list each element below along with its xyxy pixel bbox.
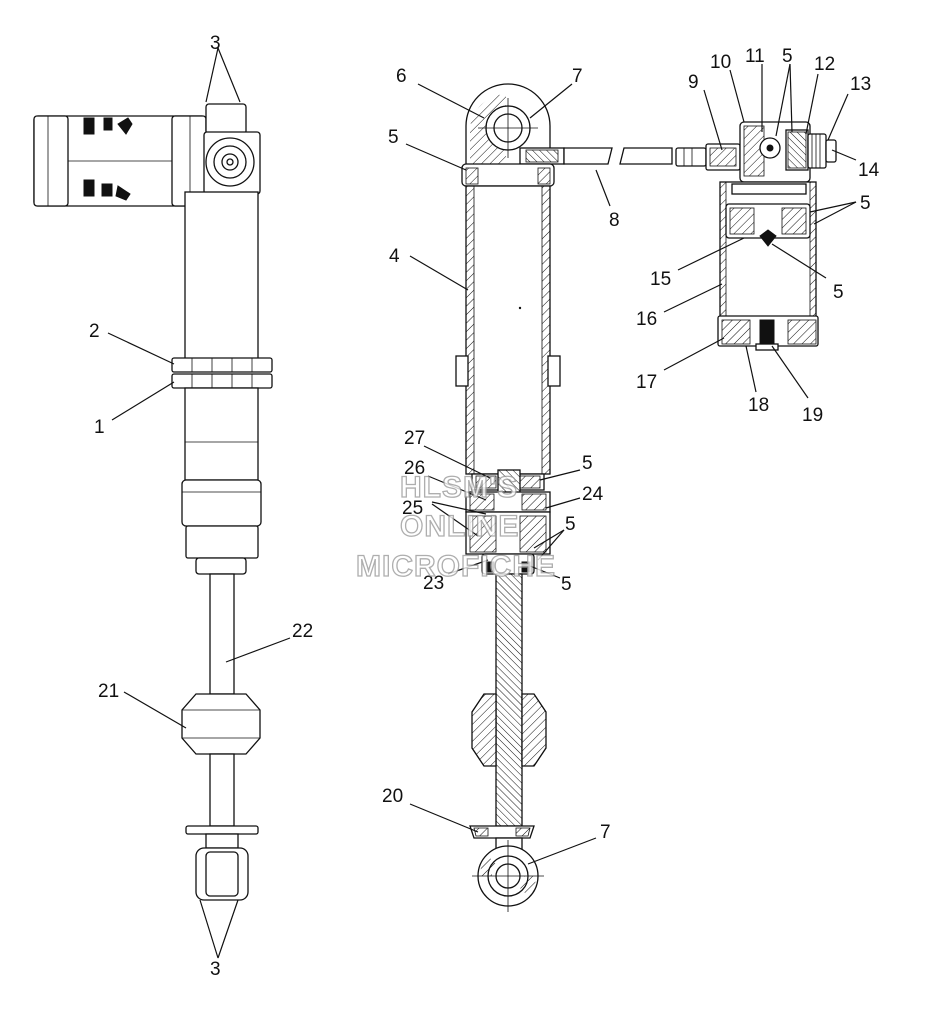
callout-6: 6 xyxy=(396,66,407,87)
reservoir-head xyxy=(739,121,811,183)
callout-8: 8 xyxy=(609,210,620,231)
reservoir-end-cap xyxy=(717,315,819,351)
piston-assembly xyxy=(465,469,551,575)
hose-end-fitting xyxy=(675,143,741,171)
callout-5-cap: 5 xyxy=(388,127,399,148)
callout-14: 14 xyxy=(858,160,880,181)
callout-5-piston-res: 5 xyxy=(860,193,871,214)
external-reservoir xyxy=(33,115,207,207)
watermark-line-3: MICROFICHE xyxy=(356,550,556,583)
callout-3-bottom: 3 xyxy=(210,959,221,980)
reservoir-hose xyxy=(519,147,673,165)
cutaway-shock-view xyxy=(405,83,673,912)
callout-12: 12 xyxy=(814,54,835,75)
bottom-eyelet-cutaway xyxy=(472,837,544,912)
callout-15: 15 xyxy=(650,269,671,290)
lower-body xyxy=(184,387,259,481)
watermark: HLSM'S ONLINE MICROFICHE xyxy=(355,470,556,583)
upper-mount-block xyxy=(205,103,247,135)
callout-17: 17 xyxy=(636,372,657,393)
reservoir-hose-fitting xyxy=(205,137,255,187)
bottom-out-cup xyxy=(185,825,259,835)
bump-stop xyxy=(181,693,261,755)
bump-stop-cutaway xyxy=(471,693,547,767)
callout-5-piston: 5 xyxy=(582,453,593,474)
body-collar xyxy=(181,479,262,527)
shock-shaft xyxy=(209,573,235,695)
callout-5-seal: 5 xyxy=(565,514,576,535)
callout-20: 20 xyxy=(382,786,403,807)
callout-22: 22 xyxy=(292,621,313,642)
body-tube-cutaway xyxy=(465,185,551,475)
spring-lock-ring xyxy=(171,373,273,389)
callout-27: 27 xyxy=(404,428,425,449)
watermark-line-2: ONLINE xyxy=(400,510,519,543)
callout-25: 25 xyxy=(402,498,423,519)
callout-18: 18 xyxy=(748,395,769,416)
callout-5-valve: 5 xyxy=(833,282,844,303)
callout-21: 21 xyxy=(98,681,119,702)
reservoir-cutaway-view xyxy=(663,63,857,399)
callout-1: 1 xyxy=(94,417,105,438)
shaft-cutaway xyxy=(495,573,523,827)
reservoir-canister-cutaway xyxy=(719,181,817,343)
callout-9: 9 xyxy=(688,72,699,93)
callout-26: 26 xyxy=(404,458,425,479)
callout-23: 23 xyxy=(423,573,444,594)
shock-body xyxy=(184,191,259,361)
callout-11: 11 xyxy=(745,46,765,67)
exterior-shock-view xyxy=(33,47,291,959)
callout-2: 2 xyxy=(89,321,100,342)
callout-4: 4 xyxy=(389,246,400,267)
callout-7-top: 7 xyxy=(572,66,583,87)
watermark-line-1: HLSM'S xyxy=(400,471,518,504)
callout-10: 10 xyxy=(710,52,731,73)
callout-16: 16 xyxy=(636,309,657,330)
spring-adjuster-ring xyxy=(171,357,273,373)
callout-7-bottom: 7 xyxy=(600,822,611,843)
callout-5-lower: 5 xyxy=(561,574,572,595)
callout-3-top: 3 xyxy=(210,33,221,54)
callout-13: 13 xyxy=(850,74,871,95)
seal-head xyxy=(185,525,259,559)
callout-labels: 3 2 1 22 21 3 6 7 5 8 4 27 26 25 5 24 5 … xyxy=(89,33,880,980)
callout-19: 19 xyxy=(802,405,823,426)
callout-24: 24 xyxy=(582,484,604,505)
compression-adjuster-knob xyxy=(807,133,837,169)
callout-5-head: 5 xyxy=(782,46,793,67)
